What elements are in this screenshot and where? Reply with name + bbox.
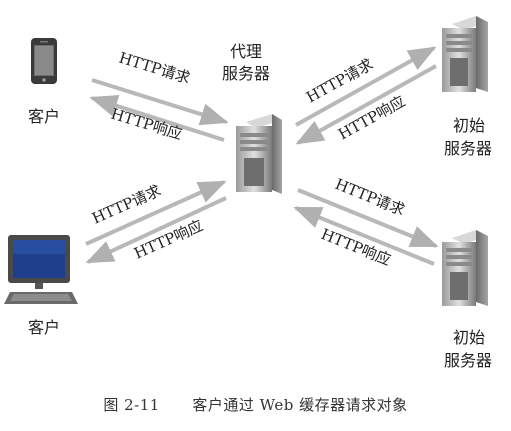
label-response-client1: HTTP响应: [109, 105, 185, 144]
label-proxy-line1: 代理: [230, 42, 262, 61]
figure-caption: 图 2-11 客户通过 Web 缓存器请求对象: [0, 394, 511, 415]
arrow-request-origin1: [295, 46, 437, 127]
label-client-bottom: 客户: [28, 318, 60, 337]
label-origin-top-line1: 初始: [453, 116, 485, 135]
label-request-origin2: HTTP请求: [333, 175, 408, 219]
label-origin-bottom-line1: 初始: [453, 328, 485, 347]
origin-server-bottom-icon: [442, 230, 488, 306]
desktop-computer-icon: [4, 235, 78, 304]
origin-server-top-icon: [442, 16, 488, 92]
arrow-request-client1: [91, 78, 229, 126]
label-client-top: 客户: [28, 107, 60, 126]
arrow-request-client2: [85, 180, 227, 246]
caption-number: 图 2-11: [103, 396, 160, 414]
arrow-response-client1: [89, 94, 225, 142]
label-proxy-line2: 服务器: [222, 64, 270, 83]
label-origin-top-line2: 服务器: [444, 139, 492, 158]
arrow-request-origin2: [297, 188, 439, 248]
label-origin-bottom-line2: 服务器: [444, 351, 492, 370]
caption-text: 客户通过 Web 缓存器请求对象: [192, 396, 408, 414]
label-request-client2: HTTP请求: [89, 181, 163, 227]
arrow-response-client2: [85, 196, 227, 264]
arrow-response-origin1: [295, 64, 437, 145]
phone-icon: [31, 38, 57, 84]
label-request-client1: HTTP请求: [117, 49, 193, 88]
arrow-response-origin2: [293, 206, 435, 266]
proxy-server-icon: [236, 114, 282, 194]
